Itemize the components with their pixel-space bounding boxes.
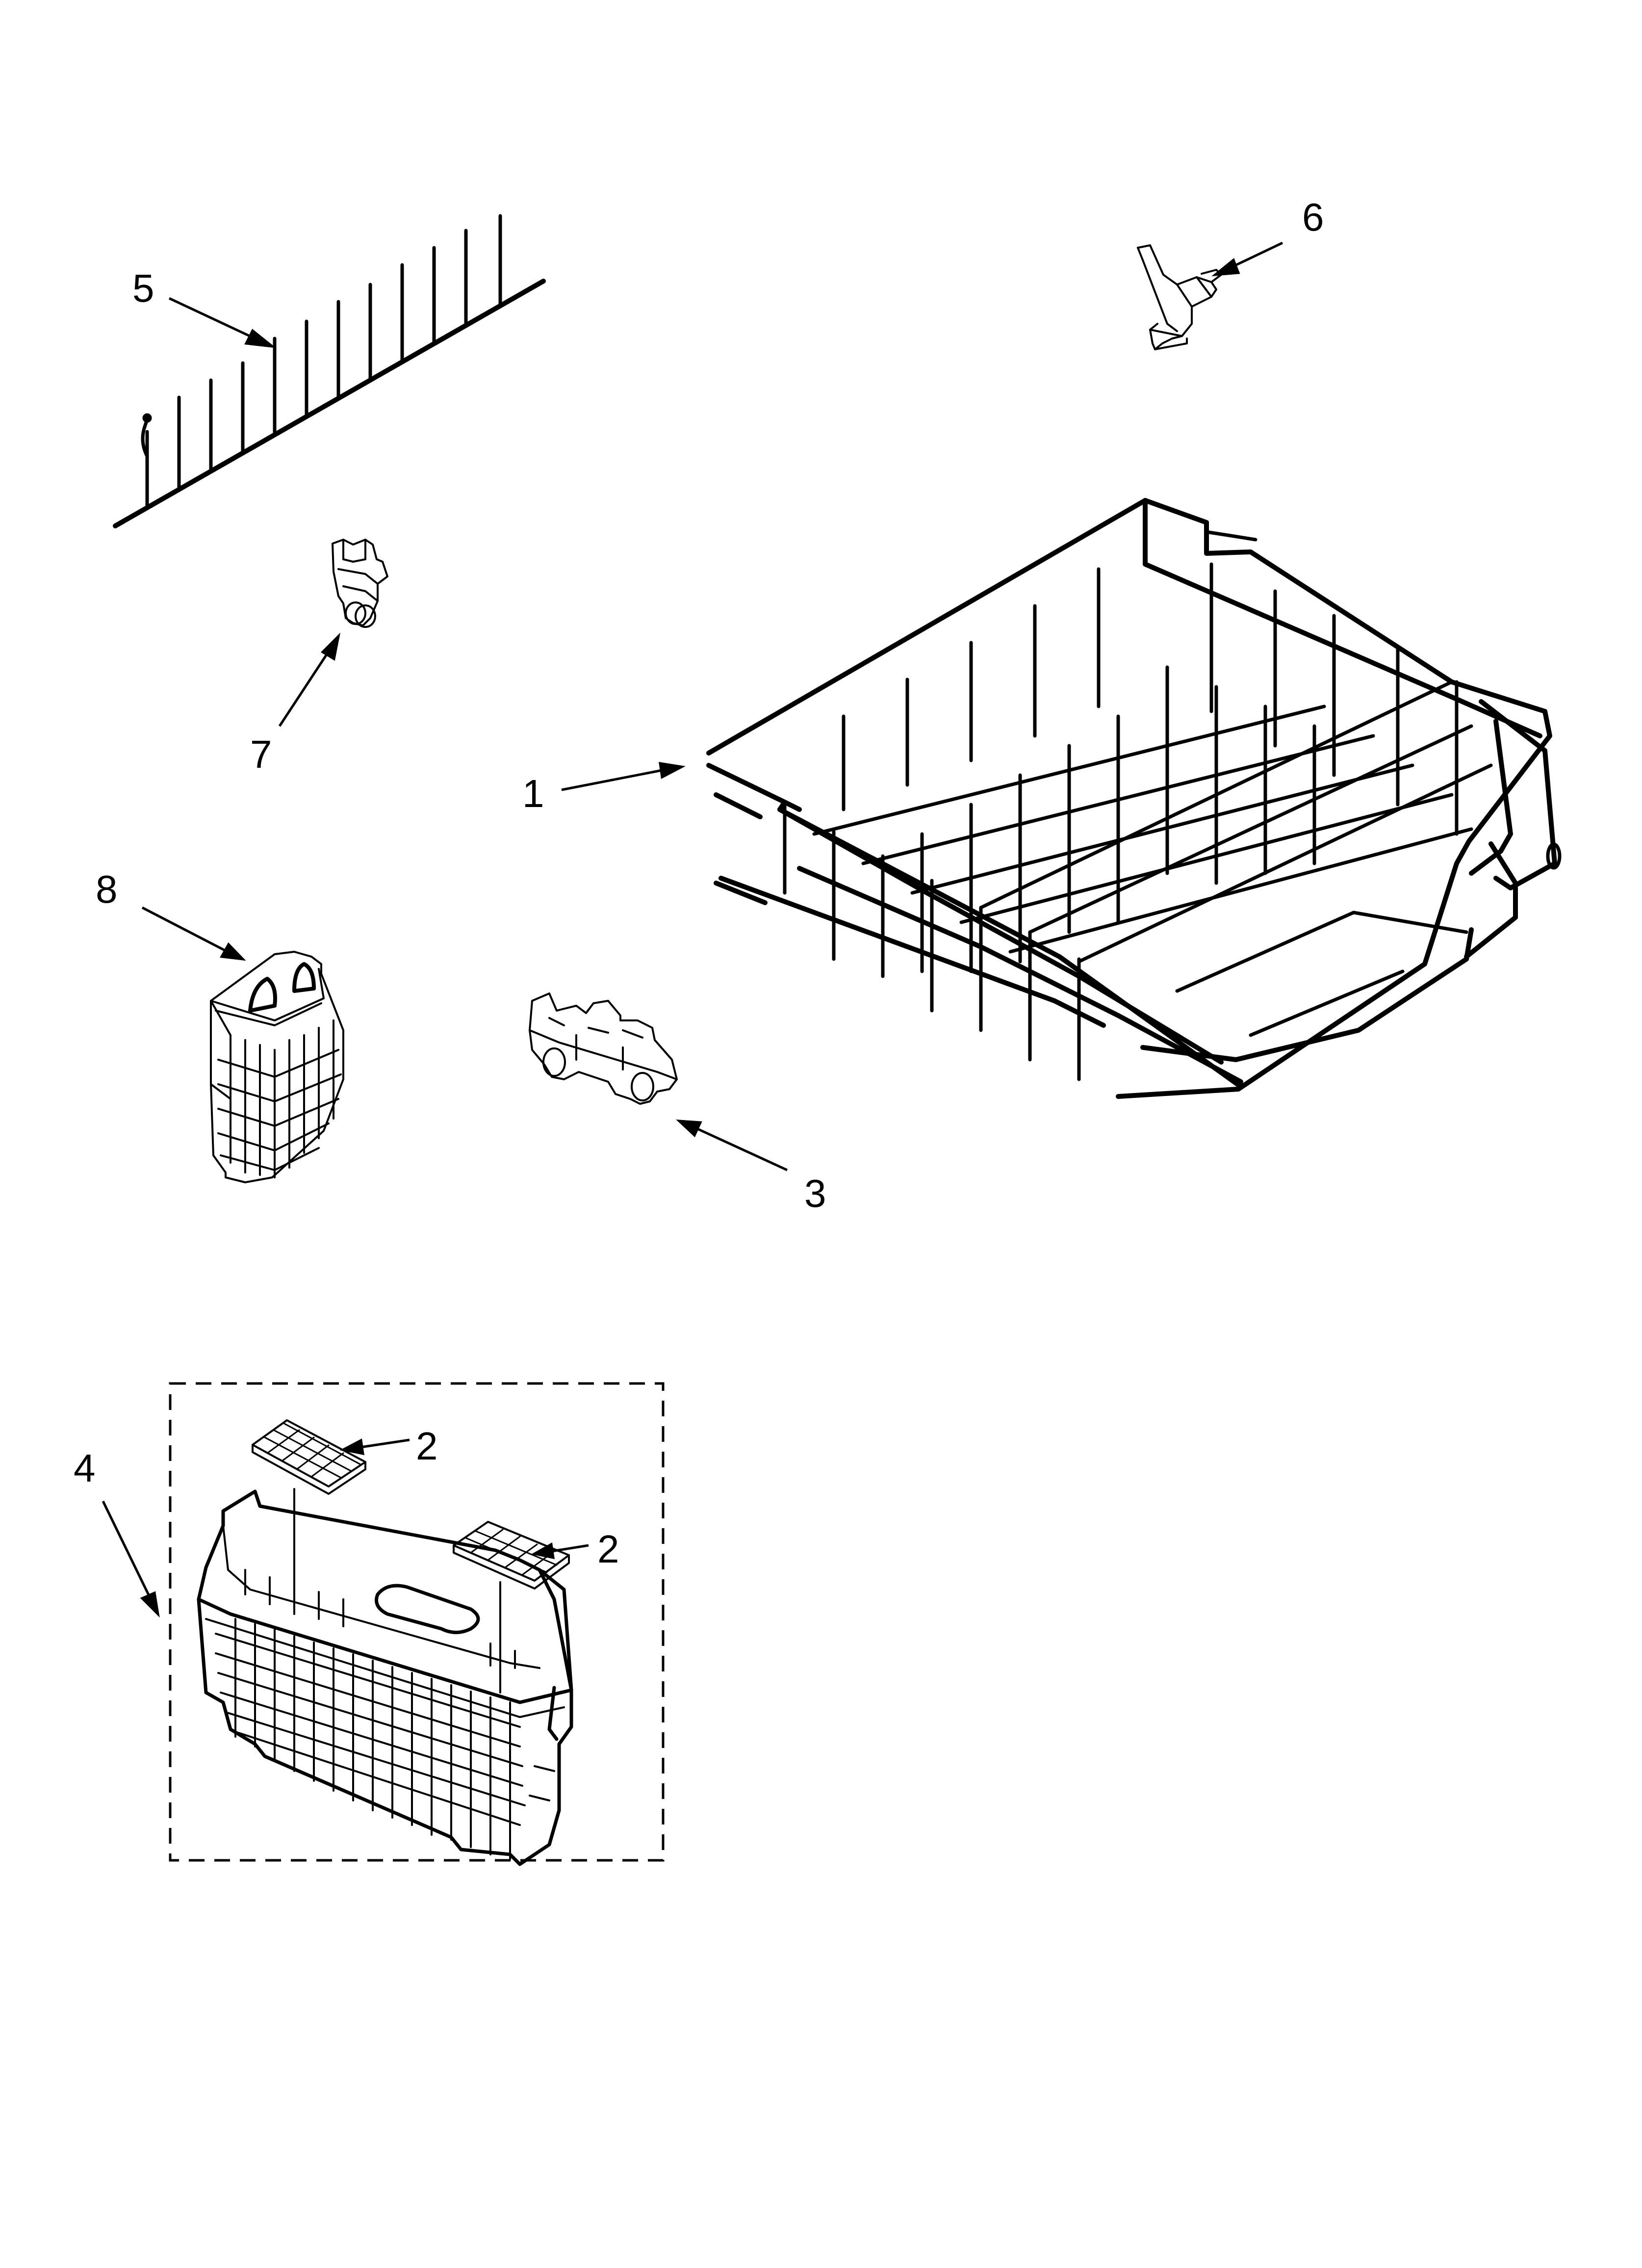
tine-row-part	[113, 214, 546, 528]
callout-3: 3	[804, 1172, 826, 1215]
leader-arrows	[102, 241, 1283, 1618]
tine-row-tines	[145, 214, 502, 510]
lower-rack-frame	[706, 498, 1557, 1099]
callout-6: 6	[1302, 195, 1324, 239]
callout-2b: 2	[597, 1527, 619, 1571]
silverware-basket-part	[197, 1489, 573, 1866]
callout-labels: 1 2 2 3 4 5 6 7 8	[74, 195, 1324, 1571]
callout-2a: 2	[416, 1424, 438, 1468]
basket-lid-part-b	[453, 1521, 570, 1694]
basket-grid	[215, 1569, 526, 1860]
small-basket-part	[210, 951, 344, 1183]
lower-rack-verticals	[783, 562, 1459, 1081]
callout-5: 5	[132, 266, 154, 310]
callout-4: 4	[74, 1446, 96, 1490]
lower-rack-grid	[812, 680, 1493, 1037]
roller-part	[332, 539, 388, 628]
callout-7: 7	[250, 732, 272, 776]
basket-lid-part-a	[252, 1419, 366, 1615]
callout-1: 1	[522, 772, 544, 815]
rack-wheel-part	[529, 992, 678, 1105]
callout-8: 8	[96, 867, 118, 911]
clip-part	[1137, 244, 1222, 350]
lower-rack-part	[706, 498, 1562, 1099]
